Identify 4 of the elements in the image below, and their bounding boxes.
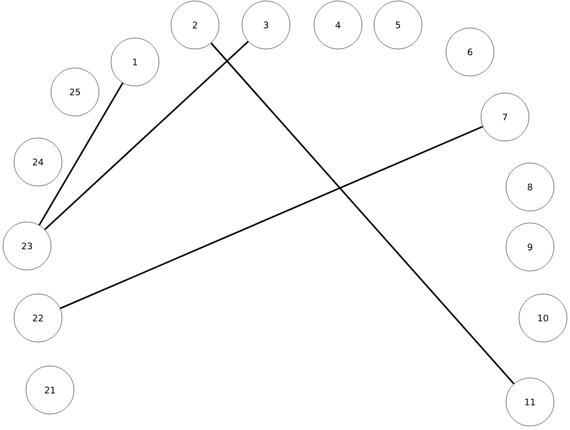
connecting-line — [44, 40, 249, 230]
connecting-line — [38, 82, 124, 226]
connecting-line — [210, 42, 515, 384]
connecting-line — [60, 126, 484, 310]
